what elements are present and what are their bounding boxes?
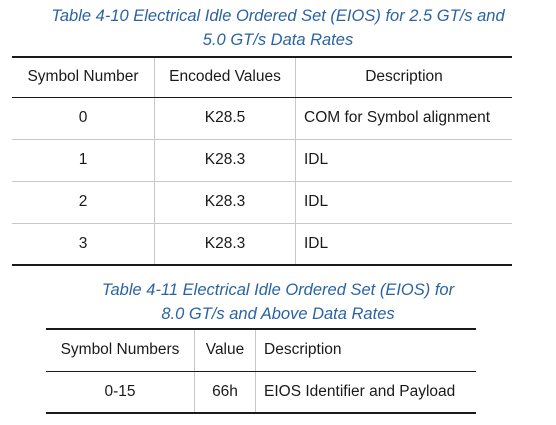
cell-description: IDL <box>295 138 512 181</box>
caption-line: Table 4-10 Electrical Idle Ordered Set (… <box>51 7 505 25</box>
table-4-10-caption: Table 4-10 Electrical Idle Ordered Set (… <box>0 4 556 52</box>
caption-line: 8.0 GT/s and Above Data Rates <box>161 305 395 323</box>
caption-line: Table 4-11 Electrical Idle Ordered Set (… <box>101 281 455 299</box>
cell-description: IDL <box>295 222 512 265</box>
header-description: Description <box>255 329 476 372</box>
eios-table-2-5-5-0: Symbol Number Encoded Values Description… <box>12 56 512 266</box>
table-row: 3 K28.3 IDL <box>12 222 512 265</box>
header-encoded-values: Encoded Values <box>154 57 296 98</box>
header-value: Value <box>194 329 256 372</box>
table-row: 2 K28.3 IDL <box>12 180 512 223</box>
cell-description: EIOS Identifier and Payload <box>264 382 456 400</box>
header-description: Description <box>295 57 512 98</box>
cell-encoded: K28.3 <box>154 180 296 223</box>
cell-description: IDL <box>295 180 512 223</box>
table-header-row: Symbol Numbers Value Description <box>46 329 476 372</box>
table-4-11-caption: Table 4-11 Electrical Idle Ordered Set (… <box>0 278 556 326</box>
cell-symbol: 3 <box>12 222 155 265</box>
cell-encoded: K28.3 <box>154 222 296 265</box>
table-row: 0-15 66h EIOS Identifier and Payload <box>46 371 476 413</box>
cell-value: 66h <box>194 371 256 413</box>
table-row: 0 K28.5 COM for Symbol alignment <box>12 97 512 139</box>
caption-line: 5.0 GT/s Data Rates <box>202 31 354 49</box>
cell-symbol: 0 <box>12 97 155 139</box>
cell-encoded: K28.5 <box>154 97 296 139</box>
eios-table-8-0-and-above: Symbol Numbers Value Description 0-15 66… <box>46 328 476 414</box>
cell-encoded: K28.3 <box>154 138 296 181</box>
header-symbol-number: Symbol Number <box>12 57 155 98</box>
cell-symbol: 2 <box>12 180 155 223</box>
table-row: 1 K28.3 IDL <box>12 138 512 181</box>
cell-description: COM for Symbol alignment <box>304 109 491 126</box>
header-symbol-numbers: Symbol Numbers <box>46 329 195 372</box>
table-header-row: Symbol Number Encoded Values Description <box>12 57 512 98</box>
cell-symbol: 1 <box>12 138 155 181</box>
cell-symbol-range: 0-15 <box>46 371 195 413</box>
